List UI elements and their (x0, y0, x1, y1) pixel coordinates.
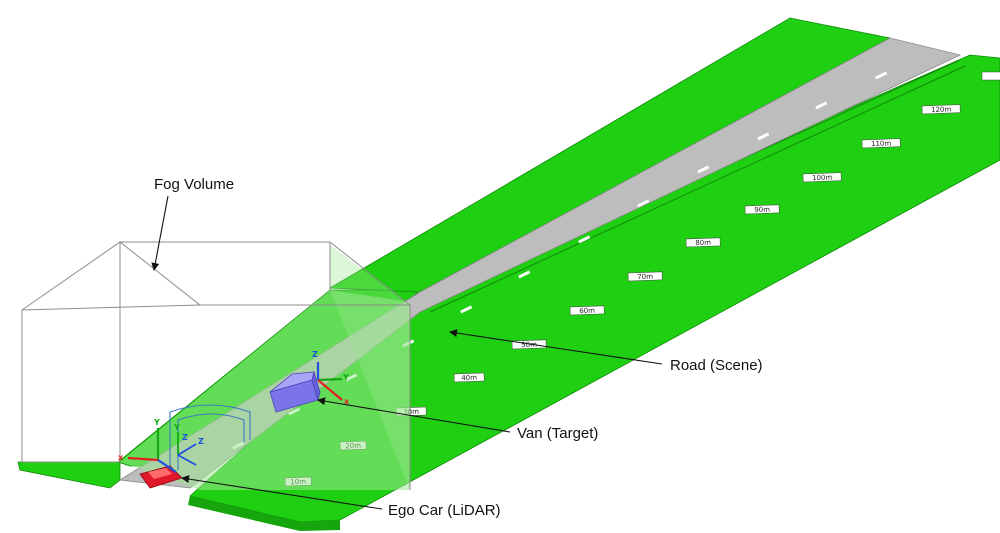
svg-text:70m: 70m (637, 273, 653, 282)
van-axes: Y Z x (312, 350, 350, 406)
svg-text:Z: Z (198, 437, 204, 446)
svg-text:30m: 30m (403, 408, 419, 417)
distance-marker: 70m (627, 271, 663, 282)
svg-text:x: x (344, 397, 350, 406)
svg-text:100m: 100m (812, 173, 833, 182)
svg-text:Z: Z (182, 433, 188, 442)
fog-side-tint (330, 245, 410, 490)
distance-marker: 60m (569, 305, 605, 316)
distance-marker-partial (981, 71, 1000, 81)
distance-marker: 40m (453, 372, 485, 383)
svg-text:x: x (118, 453, 124, 462)
fog-volume (21, 241, 412, 490)
svg-text:90m: 90m (754, 206, 770, 215)
svg-text:80m: 80m (695, 239, 711, 248)
svg-text:50m: 50m (521, 341, 537, 350)
svg-text:120m: 120m (931, 105, 952, 114)
van-target (269, 370, 321, 413)
svg-text:Y: Y (153, 418, 160, 427)
label-ego-car: Ego Car (LiDAR) (388, 502, 501, 519)
distance-marker: 80m (685, 237, 721, 248)
ego-car (139, 465, 183, 489)
distance-marker: 90m (744, 204, 780, 215)
svg-text:Z: Z (312, 350, 318, 359)
svg-text:Y: Y (173, 423, 180, 432)
svg-text:Y: Y (342, 373, 349, 382)
label-road-scene: Road (Scene) (670, 357, 763, 374)
grass-left-near (17, 461, 121, 489)
svg-text:40m: 40m (461, 374, 477, 383)
grass-right-edge (188, 496, 340, 531)
fog-floor-tint (120, 290, 410, 490)
distance-marker: 100m (802, 172, 842, 183)
distance-marker: 110m (861, 138, 901, 149)
label-van-target: Van (Target) (517, 425, 598, 442)
svg-text:60m: 60m (579, 307, 595, 316)
callouts: Fog Volume Road (Scene) Van (Target) Ego… (151, 176, 763, 519)
distance-marker: 50m (511, 339, 547, 350)
label-fog-volume: Fog Volume (154, 176, 234, 193)
svg-text:110m: 110m (871, 139, 892, 148)
lidar-fov-frame (169, 404, 251, 470)
ego-axes: Y x Y Z Z (118, 418, 204, 473)
distance-marker: 120m (921, 104, 961, 115)
